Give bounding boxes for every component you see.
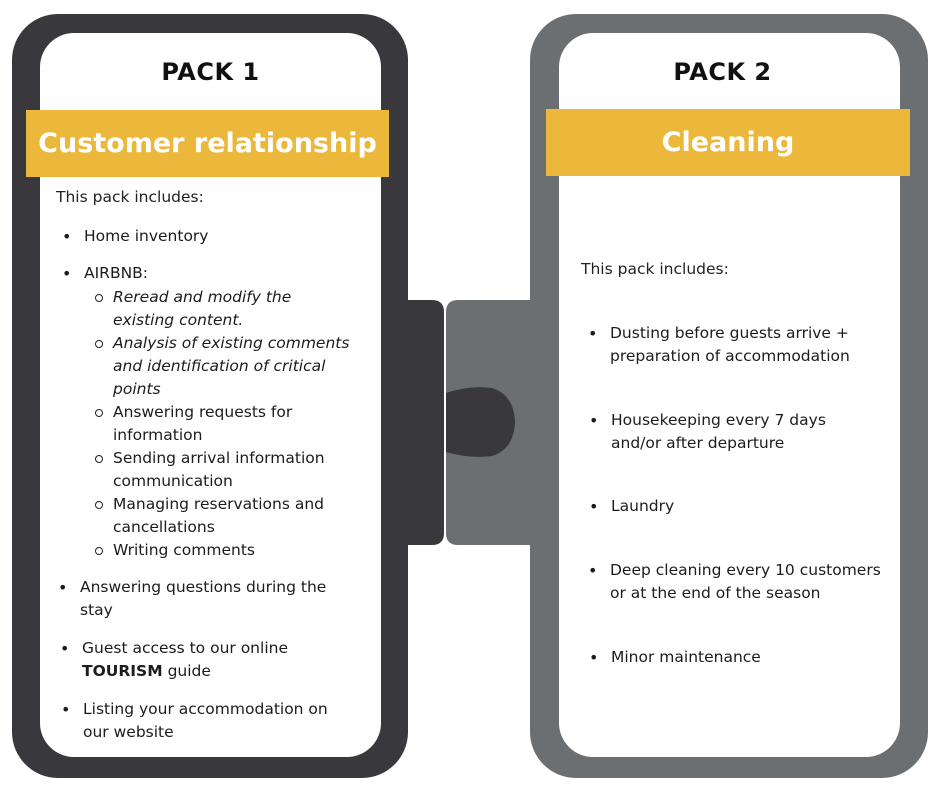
pack2-banner: Cleaning bbox=[546, 109, 910, 176]
sub-item-answering-requests: Answering requests for information bbox=[95, 401, 343, 447]
sub-item-analysis: Analysis of existing comments and identi… bbox=[95, 332, 358, 401]
sub-item-arrival-info: Sending arrival information communicatio… bbox=[95, 447, 353, 493]
list-item-answering-questions: Answering questions during the stay bbox=[58, 576, 355, 622]
list-item-minor-maintenance: Minor maintenance bbox=[589, 646, 851, 669]
pack1-puzzle-tab bbox=[400, 300, 444, 545]
puzzle-knob bbox=[446, 387, 515, 457]
list-item-dusting: Dusting before guests arrive + preparati… bbox=[588, 322, 885, 368]
pack1-banner: Customer relationship bbox=[26, 110, 389, 177]
sub-item-reservations: Managing reservations and cancellations bbox=[95, 493, 353, 539]
guest-access-bold: TOURISM bbox=[82, 662, 163, 680]
pack2-intro: This pack includes: bbox=[581, 260, 729, 278]
list-item-laundry: Laundry bbox=[589, 495, 851, 518]
list-item-deep-cleaning: Deep cleaning every 10 customers or at t… bbox=[588, 559, 900, 605]
pack1-intro: This pack includes: bbox=[56, 188, 204, 206]
pack2-title: PACK 2 bbox=[673, 58, 772, 86]
list-item-listing: Listing your accommodation on our websit… bbox=[61, 698, 358, 744]
sub-item-reread: Reread and modify the existing content. bbox=[95, 286, 343, 332]
guest-access-text: Guest access to our online bbox=[82, 639, 288, 657]
list-item-housekeeping: Housekeeping every 7 days and/or after d… bbox=[589, 409, 851, 455]
sub-item-writing-comments: Writing comments bbox=[95, 539, 353, 562]
list-item-airbnb: AIRBNB: bbox=[62, 262, 354, 285]
guest-access-guide: guide bbox=[167, 662, 211, 680]
list-item-guest-access: Guest access to our online TOURISM guide bbox=[60, 637, 357, 683]
list-item-home-inventory: Home inventory bbox=[62, 225, 354, 248]
pack1-title: PACK 1 bbox=[161, 58, 260, 86]
